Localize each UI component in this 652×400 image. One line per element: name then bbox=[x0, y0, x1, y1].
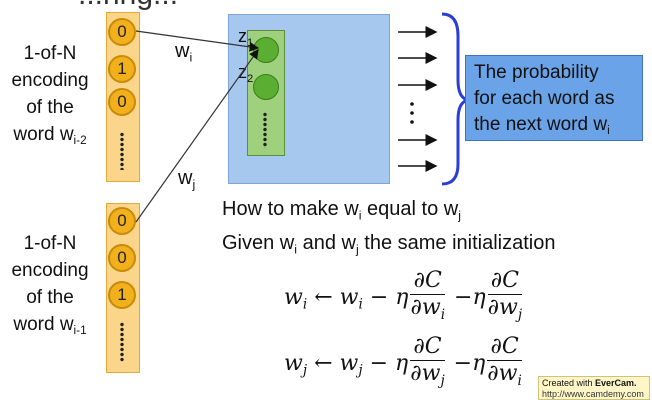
weight-wj-label: wj bbox=[178, 167, 196, 192]
input-top-line3: of the bbox=[26, 97, 74, 118]
update-equation-1: wi ← wi − η∂C∂wi −η∂C∂wj bbox=[284, 268, 523, 323]
input-top-label: 1-of-N encoding of the word wi-2 bbox=[0, 40, 100, 154]
input-bottom-line1: 1-of-N bbox=[23, 233, 77, 254]
output-description-box: The probability for each word as the nex… bbox=[465, 55, 643, 141]
neuron-z2 bbox=[253, 74, 279, 100]
input-bottom-label: 1-of-N encoding of the word wi-1 bbox=[0, 230, 100, 344]
output-vertical-dots bbox=[410, 102, 414, 124]
input-bottom-line3: of the bbox=[26, 287, 74, 308]
input-top-line2: encoding bbox=[11, 70, 89, 91]
hidden-ellipsis bbox=[262, 112, 268, 148]
evercam-watermark: Created with EverCam. http://www.camdemy… bbox=[538, 376, 650, 400]
input-bottom-word: word wi-1 bbox=[13, 314, 87, 338]
output-line2: for each word as bbox=[474, 88, 615, 109]
input-top-bit-2: 0 bbox=[108, 88, 136, 116]
text-line2: Given wi and wj the same initialization bbox=[222, 232, 556, 257]
title-fragment: ...ring... bbox=[78, 0, 178, 12]
input-top-ellipsis bbox=[119, 132, 125, 170]
input-bottom-bit-2: 1 bbox=[108, 281, 136, 309]
output-arrows bbox=[398, 26, 438, 172]
output-line3: the next word wi bbox=[474, 114, 610, 138]
connection-wj bbox=[135, 49, 259, 223]
weight-wi-label: wi bbox=[175, 40, 193, 65]
output-line1: The probability bbox=[474, 62, 599, 83]
input-bottom-bit-0: 0 bbox=[108, 207, 136, 235]
input-top-word: word wi-2 bbox=[13, 124, 87, 148]
input-bottom-bit-1: 0 bbox=[108, 244, 136, 272]
update-equation-2: wj ← wj − η∂C∂wj −η∂C∂wi bbox=[284, 334, 522, 389]
connection-wi bbox=[135, 30, 260, 52]
input-bottom-ellipsis bbox=[119, 322, 125, 362]
text-line1: How to make wi equal to wj bbox=[222, 198, 461, 223]
input-top-bit-1: 1 bbox=[108, 55, 136, 83]
input-top-bit-0: 0 bbox=[108, 18, 136, 46]
input-bottom-line2: encoding bbox=[11, 260, 89, 281]
input-top-line1: 1-of-N bbox=[23, 43, 77, 64]
